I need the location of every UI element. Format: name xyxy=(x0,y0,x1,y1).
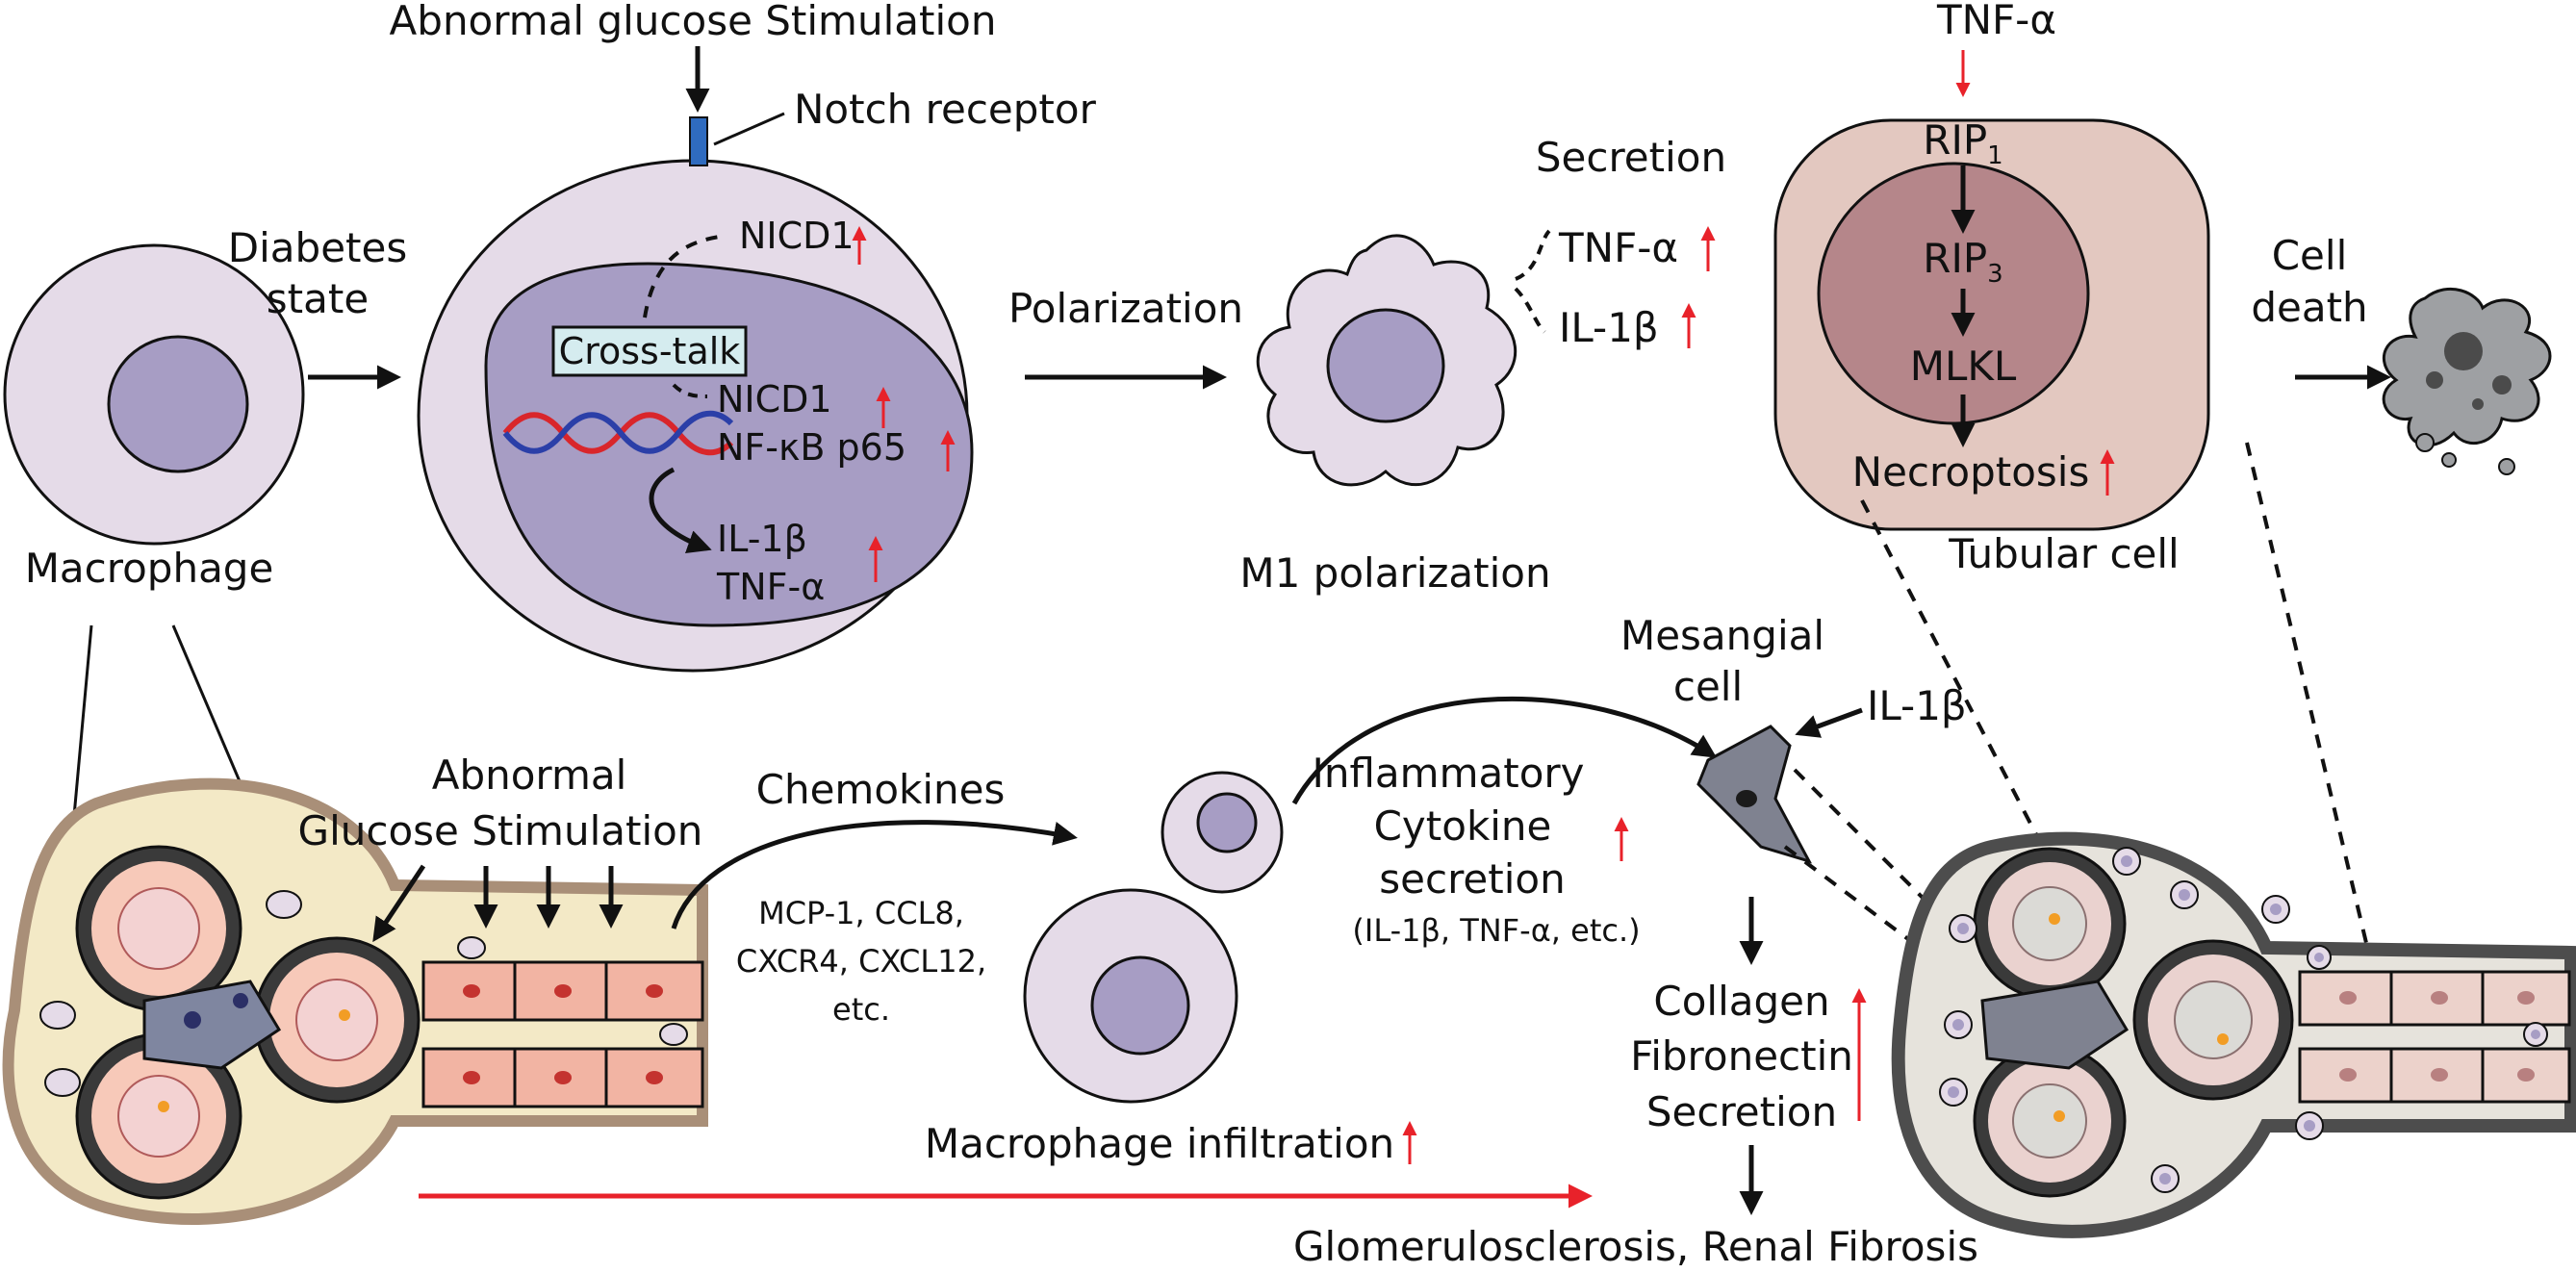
abnormal-glucose-top-label: Abnormal glucose Stimulation xyxy=(390,0,997,44)
chemokine-list-2: CXCR4, CXCL12, xyxy=(736,943,986,980)
fibrotic-kidney xyxy=(1891,831,2576,1238)
nicd1-top-label: NICD1 xyxy=(739,215,854,257)
macrophage-label: Macrophage xyxy=(25,545,274,592)
normal-kidney xyxy=(2,777,708,1225)
tubular-dash-left xyxy=(1860,499,2100,954)
il1b-secreted-label: IL-1β xyxy=(1559,304,1659,351)
rip3-label: RIP3 xyxy=(1923,235,2002,289)
mlkl-label: MLKL xyxy=(1910,343,2017,390)
tnfa-nucleus-label: TNF-α xyxy=(716,566,825,608)
notch-pointer xyxy=(713,112,785,146)
abnormal-glucose-bottom-label-2: Glucose Stimulation xyxy=(298,807,703,854)
tnfa-top-label: TNF-α xyxy=(1936,0,2056,43)
diabetes-state-label-2: state xyxy=(267,275,369,322)
nicd1-nucleus-label: NICD1 xyxy=(717,378,832,420)
tnfa-secretion-dash xyxy=(1515,229,1551,281)
m1-polarization-label: M1 polarization xyxy=(1239,549,1550,597)
tubular-cell xyxy=(1773,118,2210,531)
abnormal-glucose-bottom-label-1: Abnormal xyxy=(432,751,627,799)
il1b-nucleus-label: IL-1β xyxy=(717,518,807,560)
cross-talk-dashed xyxy=(672,383,708,398)
il1b-secretion-dash xyxy=(1514,287,1546,334)
nicd1-dashed-path xyxy=(643,234,727,318)
nfkb-curved-arrow xyxy=(649,467,712,554)
rip1-label: RIP1 xyxy=(1923,116,2002,170)
fibronectin-label: Fibronectin xyxy=(1630,1032,1853,1080)
inflammatory-label-1: Inflammatory xyxy=(1312,750,1584,797)
notch-receptor-label: Notch receptor xyxy=(794,86,1097,133)
cross-talk-box xyxy=(551,325,748,377)
notch-receptor-icon xyxy=(689,116,708,166)
cross-talk-label: Cross-talk xyxy=(559,330,741,372)
dead-cell-icon xyxy=(2382,288,2552,475)
macrophage-infiltration-label: Macrophage infiltration xyxy=(925,1120,1394,1167)
m1-macrophage xyxy=(1256,234,1518,487)
chemokines-arrow xyxy=(671,820,1078,929)
glomerulus-3 xyxy=(75,1032,242,1200)
mesangial-label-1: Mesangial xyxy=(1620,612,1824,659)
chemokines-label: Chemokines xyxy=(756,766,1006,813)
mesangial-cell-icon xyxy=(1696,725,1813,864)
collagen-label: Collagen xyxy=(1653,978,1829,1025)
cell-death-label-2: death xyxy=(2251,284,2367,331)
fibrotic-mesangial-core xyxy=(1980,980,2130,1070)
nfkb-label: NF-κB p65 xyxy=(717,426,906,469)
polarization-label: Polarization xyxy=(1008,285,1243,332)
necroptosis-label: Necroptosis xyxy=(1852,448,2090,496)
inflammatory-label-3: secretion xyxy=(1379,855,1565,903)
glomerulosclerosis-label: Glomerulosclerosis, Renal Fibrosis xyxy=(1293,1223,1978,1270)
fibrotic-glomerulus-1 xyxy=(1973,847,2127,1001)
recruited-macrophage-small xyxy=(1160,771,1284,894)
cell-death-label-1: Cell xyxy=(2272,232,2348,279)
tnfa-secreted-label: TNF-α xyxy=(1558,224,1678,271)
tubular-dash-right xyxy=(2245,442,2374,968)
glomerulus-2 xyxy=(253,936,421,1104)
macrophage-cell xyxy=(3,243,305,546)
macrophage-to-mesangial-arrow xyxy=(1291,697,1718,805)
inflammatory-label-2: Cytokine xyxy=(1374,802,1552,850)
chemokine-list-1: MCP-1, CCL8, xyxy=(758,895,964,931)
secretion-label: Secretion xyxy=(1536,134,1726,181)
diabetes-state-label-1: Diabetes xyxy=(228,224,407,271)
il1b-mesangial-label: IL-1β xyxy=(1867,682,1967,729)
glomerulus-1 xyxy=(75,845,242,1012)
glucose-arrow-bottom-1 xyxy=(372,864,426,943)
mesangial-label-2: cell xyxy=(1673,663,1743,710)
il1b-mesangial-arrow xyxy=(1795,707,1863,738)
inflammatory-label-4: (IL-1β, TNF-α, etc.) xyxy=(1352,912,1640,949)
fibrotic-glomerulus-2 xyxy=(2132,939,2294,1101)
secretion-bottom-label: Secretion xyxy=(1646,1088,1837,1135)
fibrotic-glomerulus-3 xyxy=(1973,1044,2127,1198)
recruited-macrophage-large xyxy=(1023,888,1238,1104)
dna-helix-icon xyxy=(502,410,734,456)
chemokine-list-3: etc. xyxy=(832,991,890,1028)
tubular-cell-label: Tubular cell xyxy=(1948,530,2179,577)
